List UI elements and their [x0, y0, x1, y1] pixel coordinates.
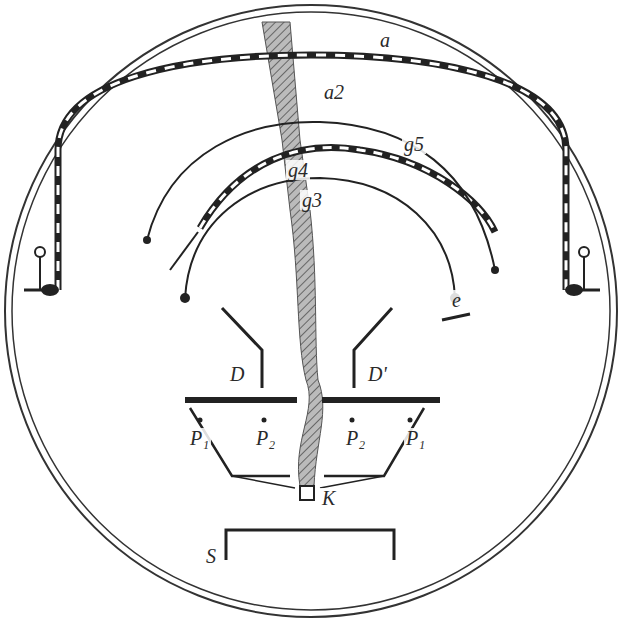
plate-d-prime [354, 308, 392, 388]
cathode [300, 486, 314, 500]
envelope [5, 5, 617, 617]
wire-end [491, 266, 499, 274]
terminal [35, 247, 45, 257]
part-label: P₁ [188, 428, 211, 448]
grid-g3 [185, 178, 455, 298]
terminal-lead [40, 257, 584, 290]
electrode-e [442, 314, 470, 320]
pin-dot [262, 418, 267, 423]
electron-beam [262, 22, 323, 486]
part-label: S [204, 546, 218, 566]
part-label: a2 [322, 82, 346, 102]
part-label: a [378, 30, 392, 50]
shield-s [226, 530, 394, 560]
part-label: D [228, 364, 246, 384]
lead-seal [41, 284, 59, 296]
anode-a2 [58, 55, 566, 290]
part-label: e [450, 290, 463, 310]
anode-lead [24, 289, 600, 292]
wire-end [143, 236, 151, 244]
wire-end [180, 293, 190, 303]
grid-mesh [200, 148, 495, 232]
pin-dot [408, 418, 413, 423]
envelope-inner [12, 12, 610, 610]
part-label: P₁ [404, 428, 427, 448]
pin-dot [350, 418, 355, 423]
anode-mesh [58, 55, 566, 290]
plate-d [222, 308, 262, 388]
part-label: D' [366, 364, 389, 384]
part-label: K [320, 488, 337, 508]
focus-cup [190, 408, 424, 476]
pin-dot [198, 418, 203, 423]
diaphragm [185, 397, 440, 403]
part-label: g4 [286, 160, 310, 180]
part-label: g5 [402, 134, 426, 154]
grid-lead [170, 232, 198, 270]
part-label: P₂ [344, 428, 367, 448]
part-label: P₂ [254, 428, 277, 448]
grid-g4 [200, 148, 495, 232]
part-label: g3 [300, 190, 324, 210]
lead-seal [565, 284, 583, 296]
terminal [579, 247, 589, 257]
